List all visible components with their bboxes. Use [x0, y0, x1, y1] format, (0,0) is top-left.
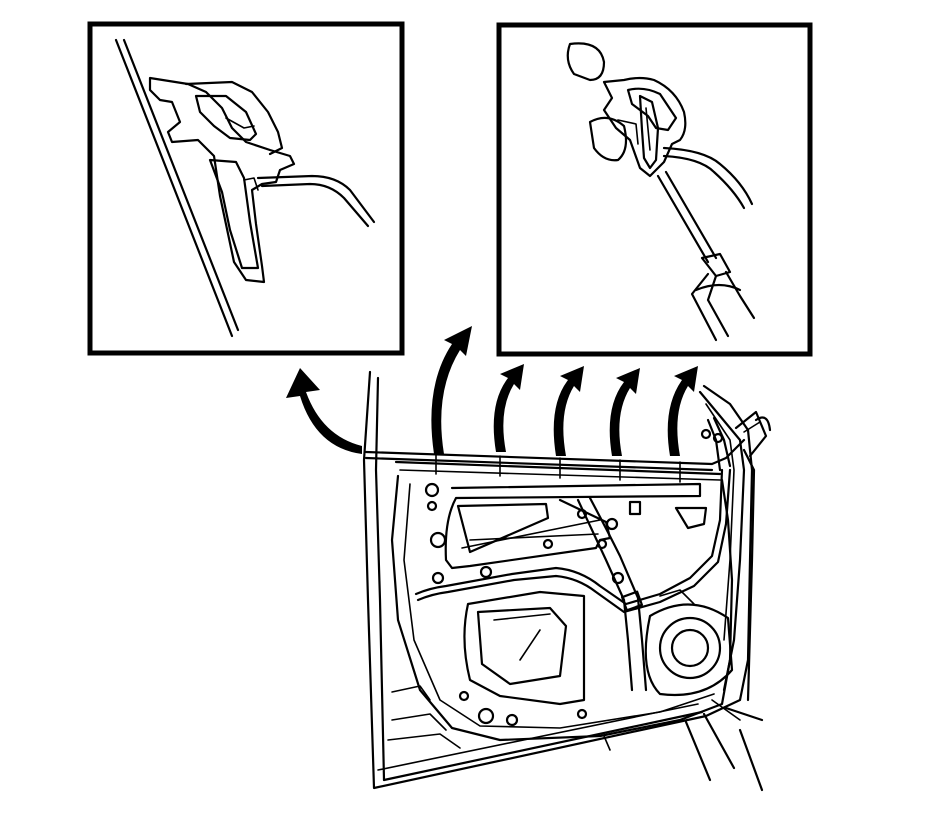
curved-up-arrow-icon: [286, 368, 362, 454]
wire-harness: [414, 416, 732, 614]
wire: [256, 174, 376, 224]
trim-fork-tool-icon: [656, 170, 756, 342]
curved-up-arrow-icon: [667, 366, 698, 456]
detail-inset-right: [496, 22, 813, 357]
arrows: [286, 326, 698, 456]
curved-up-arrow-icon: [431, 326, 472, 454]
detail-inset-left: [87, 21, 405, 356]
wire: [662, 146, 754, 206]
panel-edge-line: [114, 38, 234, 338]
door-clip-icon: [148, 76, 296, 284]
vehicle-body-pillar: [684, 416, 772, 792]
inset-frame-right: [496, 22, 813, 357]
curved-up-arrow-icon: [609, 368, 640, 456]
fastener-holes: [424, 428, 724, 727]
panel-edge-line: [122, 38, 240, 332]
door-inner-panel: [362, 370, 768, 790]
belt-clips: [435, 453, 681, 483]
speaker: [644, 603, 734, 697]
curved-up-arrow-icon: [553, 366, 584, 456]
door-clip-icon: [566, 42, 687, 178]
wire: [260, 182, 370, 228]
wire: [662, 154, 746, 210]
curved-up-arrow-icon: [493, 364, 524, 452]
